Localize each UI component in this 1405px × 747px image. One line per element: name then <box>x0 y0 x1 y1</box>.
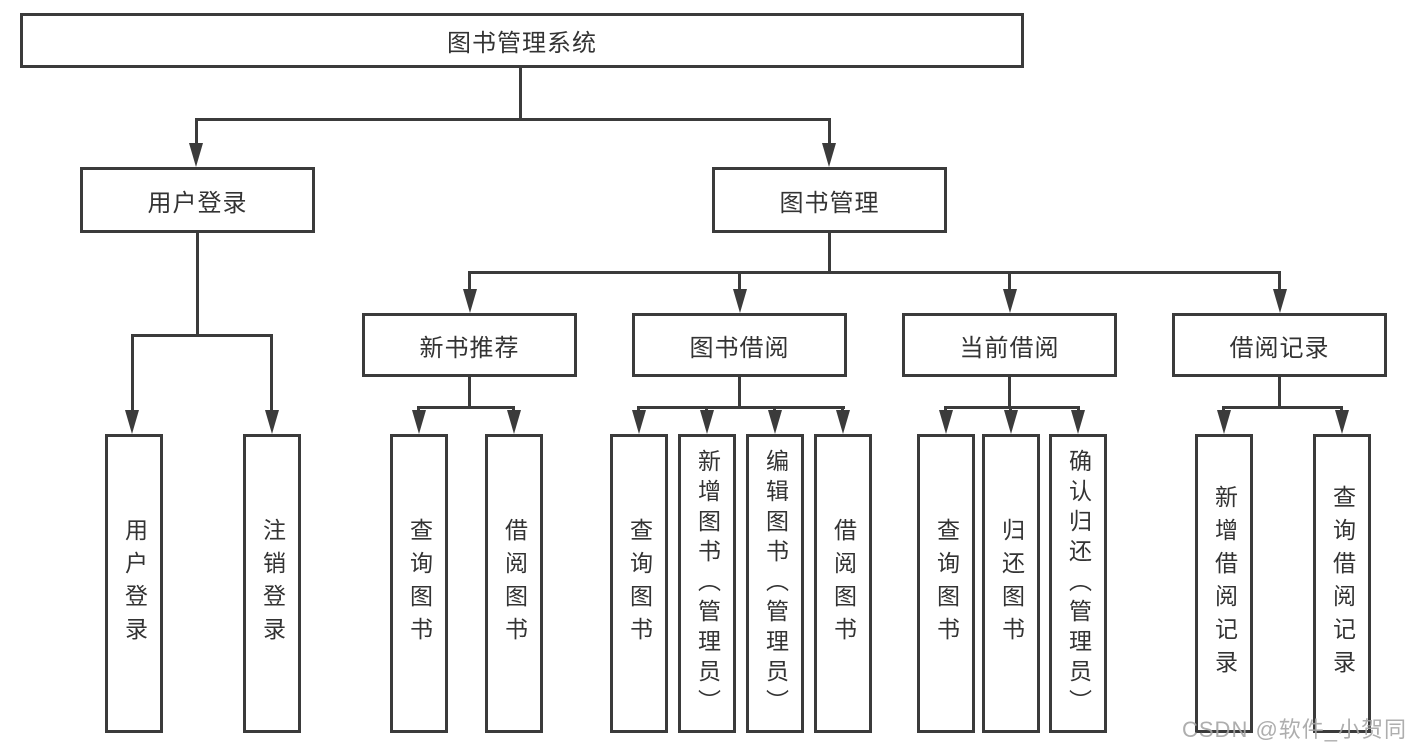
leaf-bb-borrow-books: 借阅图书 <box>814 434 872 733</box>
node-label: 当前借阅 <box>959 334 1060 362</box>
connector-line <box>828 233 831 271</box>
connector-line <box>417 406 515 409</box>
arrowhead-down-icon <box>768 410 782 434</box>
leaf-nbr-query-books: 查询图书 <box>390 434 448 733</box>
node-borrow-records: 借阅记录 <box>1172 313 1387 377</box>
arrowhead-down-icon <box>265 410 279 434</box>
arrowhead-down-icon <box>632 410 646 434</box>
node-label: 图书管理 <box>779 189 880 217</box>
connector-line <box>1278 377 1281 406</box>
connector-line <box>738 377 741 406</box>
node-label: 新书推荐 <box>419 334 520 362</box>
node-label: 图书借阅 <box>689 334 790 362</box>
node-label: 确认归还（管理员） <box>1065 448 1092 719</box>
leaf-br-add-record: 新增借阅记录 <box>1195 434 1253 733</box>
leaf-bb-edit-books: 编辑图书（管理员） <box>746 434 804 733</box>
leaf-br-query-record: 查询借阅记录 <box>1313 434 1371 733</box>
connector-line <box>828 118 831 146</box>
node-label: 查询借阅记录 <box>1329 484 1356 683</box>
connector-line <box>468 271 471 291</box>
node-label: 新增图书（管理员） <box>694 448 721 719</box>
arrowhead-down-icon <box>189 143 203 167</box>
leaf-bb-query-books: 查询图书 <box>610 434 668 733</box>
connector-line <box>131 334 134 412</box>
watermark: CSDN @软件_小贺同学 <box>1182 717 1405 742</box>
connector-line <box>195 118 198 146</box>
node-label: 用户登录 <box>147 189 248 217</box>
leaf-bb-add-books: 新增图书（管理员） <box>678 434 736 733</box>
arrowhead-down-icon <box>733 289 747 313</box>
leaf-logout: 注销登录 <box>243 434 301 733</box>
connector-line <box>944 406 1080 409</box>
node-label: 查询图书 <box>933 517 960 650</box>
connector-line <box>1278 271 1281 291</box>
leaf-cb-return-books: 归还图书 <box>982 434 1040 733</box>
arrowhead-down-icon <box>412 410 426 434</box>
node-label: 图书管理系统 <box>447 30 597 57</box>
connector-line <box>637 406 845 409</box>
node-label: 注销登录 <box>259 517 286 650</box>
node-label: 查询图书 <box>626 517 653 650</box>
connector-line <box>738 271 741 291</box>
arrowhead-down-icon <box>1071 410 1085 434</box>
leaf-cb-confirm-return: 确认归还（管理员） <box>1049 434 1107 733</box>
node-current-borrow: 当前借阅 <box>902 313 1117 377</box>
arrowhead-down-icon <box>507 410 521 434</box>
connector-line <box>1222 406 1343 409</box>
arrowhead-down-icon <box>1335 410 1349 434</box>
arrowhead-down-icon <box>463 289 477 313</box>
connector-line <box>131 334 273 337</box>
arrowhead-down-icon <box>1273 289 1287 313</box>
arrowhead-down-icon <box>700 410 714 434</box>
node-label: 借阅记录 <box>1229 334 1330 362</box>
connector-line <box>196 233 199 334</box>
arrowhead-down-icon <box>836 410 850 434</box>
connector-line <box>270 334 273 412</box>
node-book-management: 图书管理 <box>712 167 947 233</box>
connector-line <box>519 68 522 118</box>
leaf-cb-query-books: 查询图书 <box>917 434 975 733</box>
node-label: 借阅图书 <box>830 517 857 650</box>
arrowhead-down-icon <box>939 410 953 434</box>
leaf-nbr-borrow-books: 借阅图书 <box>485 434 543 733</box>
node-label: 编辑图书（管理员） <box>762 448 789 719</box>
node-label: 新增借阅记录 <box>1211 484 1238 683</box>
node-label: 借阅图书 <box>501 517 528 650</box>
node-label: 归还图书 <box>998 517 1025 650</box>
arrowhead-down-icon <box>822 143 836 167</box>
connector-line <box>195 118 831 121</box>
node-label: 用户登录 <box>121 517 148 650</box>
node-label: 查询图书 <box>406 517 433 650</box>
arrowhead-down-icon <box>125 410 139 434</box>
node-user-login: 用户登录 <box>80 167 315 233</box>
connector-line <box>1008 377 1011 406</box>
arrowhead-down-icon <box>1217 410 1231 434</box>
node-root: 图书管理系统 <box>20 13 1024 68</box>
arrowhead-down-icon <box>1003 289 1017 313</box>
node-new-book-recommend: 新书推荐 <box>362 313 577 377</box>
connector-line <box>1008 271 1011 291</box>
connector-line <box>468 271 1281 274</box>
node-book-borrow: 图书借阅 <box>632 313 847 377</box>
arrowhead-down-icon <box>1004 410 1018 434</box>
connector-line <box>468 377 471 406</box>
leaf-user-login: 用户登录 <box>105 434 163 733</box>
